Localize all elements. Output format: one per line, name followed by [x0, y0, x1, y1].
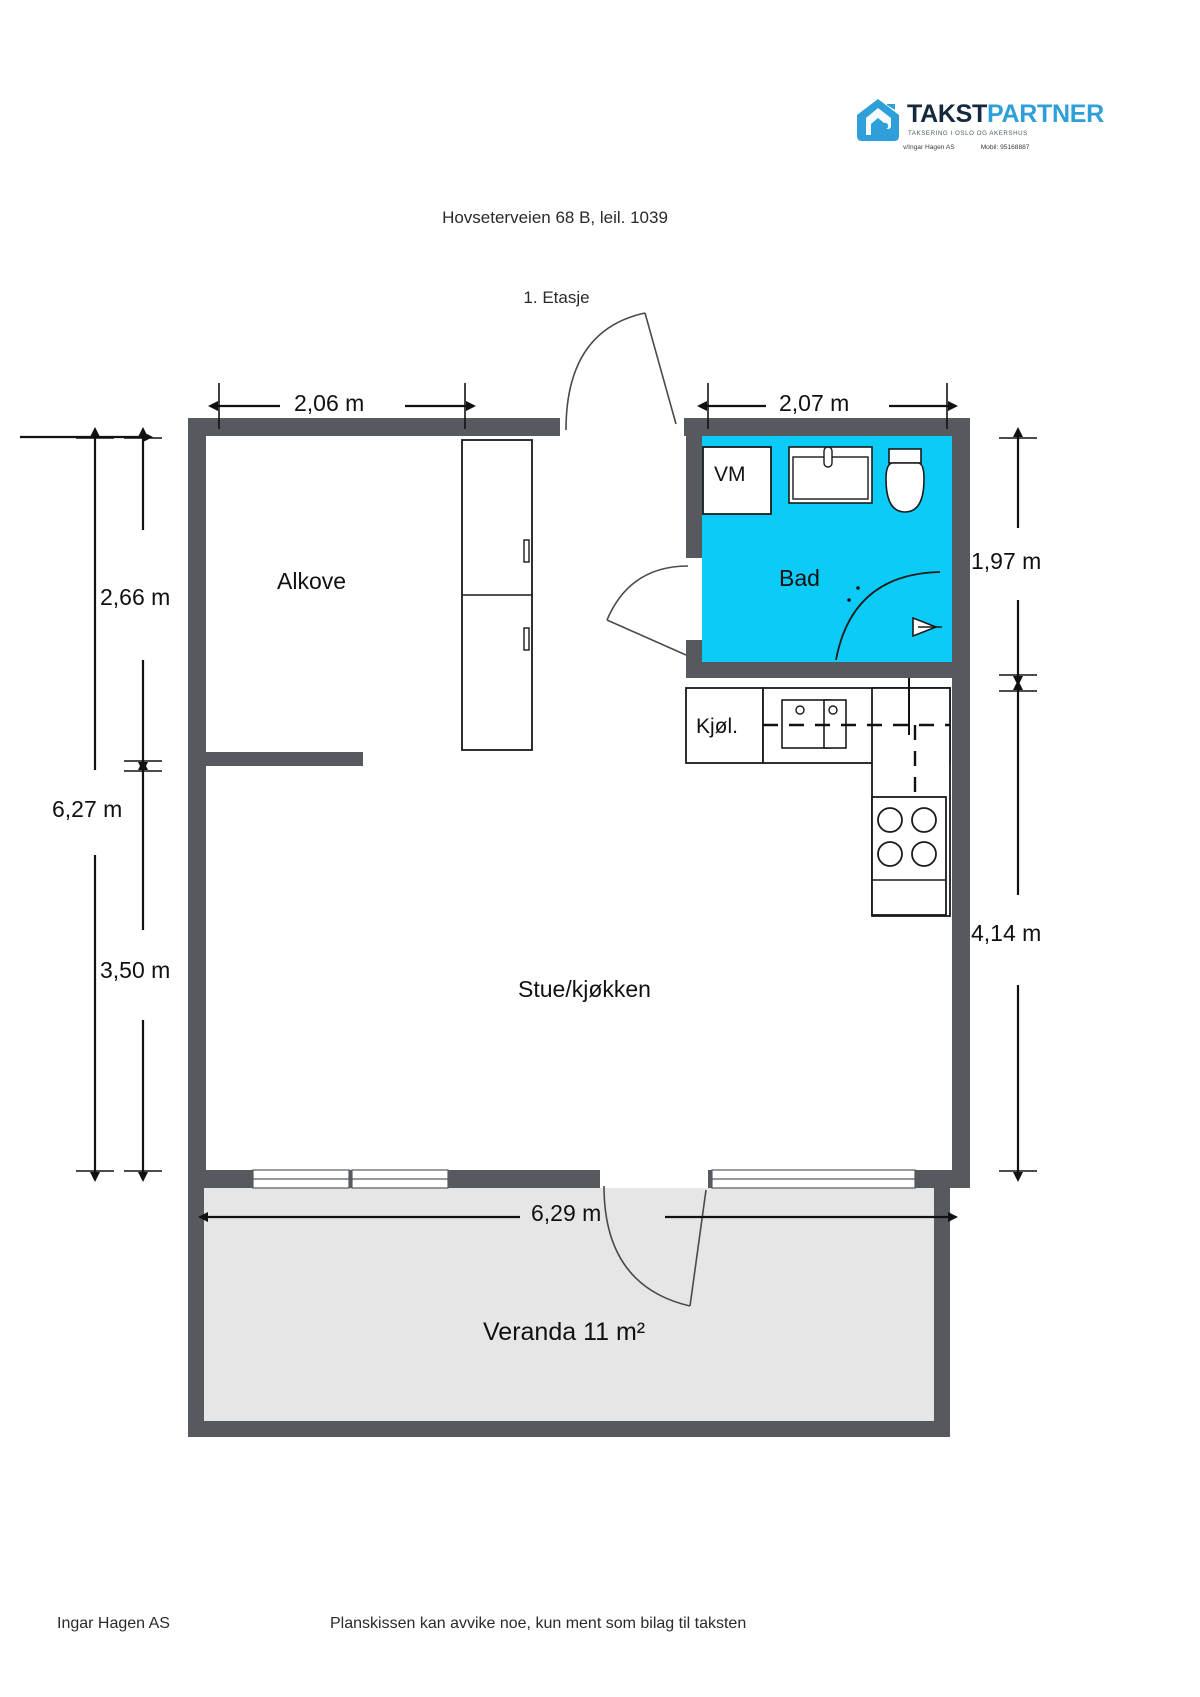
logo-brand-secondary: PARTNER [986, 100, 1104, 128]
interior-walls [206, 428, 952, 766]
dimension-label-kitchen-depth: 4,14 m [971, 920, 1042, 946]
dimension-label-total-width: 6,29 m [531, 1200, 602, 1226]
fixture-label-refrigerator: Kjøl. [696, 715, 738, 738]
room-label-veranda: Veranda 11 m² [483, 1318, 646, 1346]
dimension-label-alkove-depth: 2,66 m [100, 584, 171, 610]
takstpartner-house-icon [857, 99, 899, 141]
logo-wordmark: TAKSTPARTNER [907, 102, 1104, 127]
dimension-label-bad-depth: 1,97 m [971, 548, 1042, 574]
logo-contact-line: v/Ingar Hagen AS Mobil: 95168887 [903, 144, 1073, 151]
company-logo: TAKSTPARTNER TAKSERING I OSLO OG AKERSHU… [855, 96, 1104, 158]
logo-brand-primary: TAKST [907, 100, 987, 128]
alkove-wardrobe [461, 439, 533, 751]
kitchen-fixtures [685, 678, 951, 917]
dimension-label-bad-width: 2,07 m [779, 390, 850, 416]
dimension-lines [20, 383, 1037, 1222]
fixture-label-washing-machine: VM [714, 463, 746, 486]
room-label-alkove: Alkove [277, 568, 347, 594]
page-title: Hovseterveien 68 B, leil. 1039 [442, 208, 668, 227]
logo-contact-name: v/Ingar Hagen AS [903, 144, 955, 151]
room-label-stue-kjokken: Stue/kjøkken [518, 976, 651, 1002]
bathroom-fixtures [702, 446, 942, 638]
room-label-bad: Bad [779, 565, 820, 591]
dimension-label-alkove-width: 2,06 m [294, 390, 365, 416]
dimension-label-total-depth: 6,27 m [52, 796, 123, 822]
door-swings [565, 312, 941, 1307]
dimension-label-stue-depth: 3,50 m [100, 957, 171, 983]
logo-tagline: TAKSERING I OSLO OG AKERSHUS [908, 130, 1028, 137]
door-openings [560, 418, 708, 1188]
footer-company: Ingar Hagen AS [57, 1615, 170, 1632]
logo-contact-mobile: Mobil: 95168887 [980, 144, 1030, 151]
veranda-area [188, 1176, 950, 1437]
windows [252, 1169, 916, 1189]
floor-label: 1. Etasje [523, 288, 590, 307]
footer-disclaimer: Planskissen kan avvike noe, kun ment som… [330, 1615, 747, 1632]
